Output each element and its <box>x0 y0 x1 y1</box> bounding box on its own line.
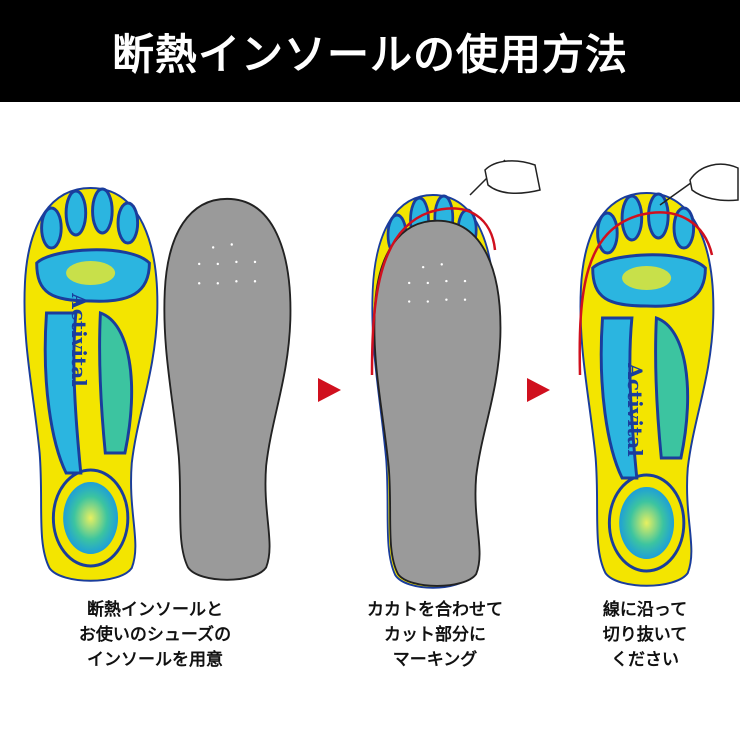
logo-activital-1: Activital <box>67 292 91 387</box>
hand-pen-icon <box>469 159 541 196</box>
step1-caption: 断熱インソールと お使いのシューズの インソールを用意 <box>20 598 290 673</box>
step2-caption: カカトを合わせて カット部分に マーキング <box>340 598 530 673</box>
logo-activital-3: Activital <box>623 362 647 457</box>
arrow-right-icon <box>527 378 550 402</box>
caption-line: カット部分に <box>384 625 486 645</box>
step3-caption: 線に沿って 切り抜いて ください <box>560 598 730 673</box>
arrow-right-icon <box>318 378 341 402</box>
gray-insole-step1 <box>164 199 290 580</box>
caption-line: お使いのシューズの <box>78 625 232 645</box>
caption-line: ください <box>611 650 679 670</box>
gray-insole-step2 <box>374 221 500 586</box>
header-bar: 断熱インソールの使用方法 <box>0 0 740 102</box>
caption-line: カカトを合わせて <box>367 600 503 620</box>
caption-line: マーキング <box>392 650 478 670</box>
caption-line: 切り抜いて <box>602 625 688 645</box>
marking-line <box>370 207 497 376</box>
page-title: 断熱インソールの使用方法 <box>111 29 628 79</box>
caption-line: インソールを用意 <box>87 650 223 670</box>
caption-line: 断熱インソールと <box>87 600 223 620</box>
hand-scissors-icon <box>659 163 739 206</box>
caption-line: 線に沿って <box>602 600 688 620</box>
cut-line <box>578 211 714 376</box>
